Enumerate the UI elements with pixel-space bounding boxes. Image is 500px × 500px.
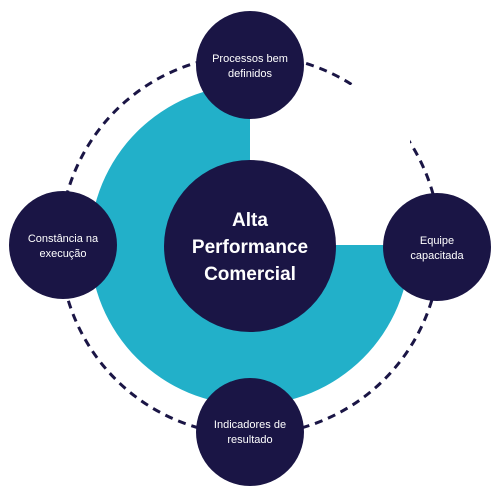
center-circle bbox=[164, 160, 336, 332]
node-bottom-circle bbox=[196, 378, 304, 486]
node-bottom-label-line2: resultado bbox=[227, 434, 272, 446]
center-title-line2: Performance bbox=[192, 237, 308, 258]
node-right-label-line2: capacitada bbox=[410, 250, 464, 262]
node-top-label-line2: definidos bbox=[228, 68, 273, 80]
node-right-circle bbox=[383, 193, 491, 301]
node-left-label-line1: Constância na bbox=[28, 233, 99, 245]
node-left-circle bbox=[9, 191, 117, 299]
node-bottom: Indicadores de resultado bbox=[196, 378, 304, 486]
node-top-circle bbox=[196, 11, 304, 119]
node-right-label-line1: Equipe bbox=[420, 235, 454, 247]
node-right: Equipe capacitada bbox=[383, 193, 491, 301]
node-left: Constância na execução bbox=[9, 191, 117, 299]
node-left-label-line2: execução bbox=[39, 248, 86, 260]
node-top: Processos bem definidos bbox=[196, 11, 304, 119]
center-title-line3: Comercial bbox=[204, 264, 296, 285]
node-top-label-line1: Processos bem bbox=[212, 53, 288, 65]
center-title-line1: Alta bbox=[232, 210, 268, 231]
node-bottom-label-line1: Indicadores de bbox=[214, 419, 286, 431]
